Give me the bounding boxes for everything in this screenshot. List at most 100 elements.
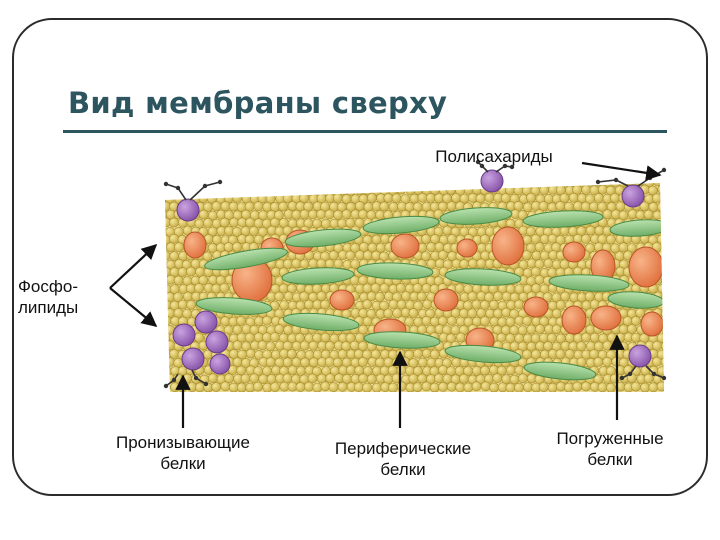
lipid-head (354, 201, 365, 211)
embedded-protein (562, 241, 586, 263)
lipid-head (434, 241, 445, 252)
lipid-head (543, 258, 554, 269)
label-embedded-proteins: Погруженные белки (556, 429, 664, 469)
integral-protein (176, 198, 200, 222)
sugar-bead (175, 185, 181, 191)
lipid-head (586, 183, 596, 187)
lipid-head (371, 382, 382, 392)
lipid-head (493, 291, 503, 302)
lipid-head (581, 233, 591, 244)
lipid-head (408, 308, 419, 318)
peripheral-protein (523, 361, 597, 381)
lipid-head (232, 183, 243, 187)
lipid-head (564, 382, 574, 392)
lipid-head (480, 365, 490, 376)
lipid-head (266, 183, 277, 187)
lipid-head (476, 258, 487, 269)
lipid-head (425, 192, 436, 203)
lipid-head (522, 315, 532, 326)
lipid-head (367, 183, 378, 188)
lipid-head (169, 217, 179, 228)
lipid-head (674, 300, 683, 309)
lipid-head (295, 185, 306, 195)
lipid-head (405, 185, 416, 196)
lipid-head (618, 242, 629, 253)
lipid-head (219, 185, 230, 196)
lipid-head (480, 381, 491, 392)
lipid-head (455, 332, 466, 343)
lipid-head (526, 192, 536, 203)
lipid-head (442, 183, 453, 187)
lipid-head (669, 227, 678, 236)
lipid-head (597, 382, 608, 392)
lipid-head (631, 381, 641, 392)
lipid-head (568, 183, 579, 187)
integral-protein (628, 344, 652, 368)
lipid-head (547, 267, 558, 278)
lipid-head (236, 185, 247, 196)
lipid-head (670, 210, 679, 219)
lipid-head (379, 283, 390, 293)
lipid-head (362, 250, 373, 261)
lipid-head (433, 373, 444, 384)
lipid-head (594, 192, 604, 203)
lipid-head (408, 373, 419, 384)
lipid-head (534, 274, 545, 285)
lipid-head (358, 275, 368, 286)
lipid-head (165, 315, 172, 326)
embedded-protein (628, 246, 664, 288)
lipid-head (312, 185, 323, 195)
peripheral-protein (522, 210, 604, 228)
lipid-head (374, 183, 385, 187)
lipid-head (656, 381, 664, 392)
lipid-head (299, 183, 310, 187)
lipid-head (535, 324, 545, 334)
lipid-head (308, 183, 319, 187)
lipid-head (670, 177, 679, 186)
lipid-head (308, 357, 319, 368)
lipid-head (459, 259, 470, 269)
lipid-head (337, 381, 348, 392)
lipid-head (383, 183, 394, 187)
lipid-head (589, 332, 600, 343)
lipid-head (669, 358, 678, 367)
lipid-head (551, 183, 562, 188)
lipid-head (211, 283, 222, 294)
lipid-head (455, 382, 466, 392)
lipid-head (602, 356, 613, 367)
lipid-head (165, 291, 168, 302)
lipid-head (492, 373, 503, 384)
sugar-bead (651, 371, 657, 377)
lipid-head (585, 225, 596, 236)
lipid-head (674, 202, 683, 211)
slide-title: Вид мембраны сверху (68, 86, 448, 120)
lipid-head (307, 373, 318, 384)
lipid-head (220, 381, 231, 392)
arrow-phospholipids-upper (109, 243, 158, 289)
lipid-head (229, 217, 239, 228)
lipid-head (165, 250, 171, 261)
lipid-head (316, 183, 326, 188)
lipid-head (451, 193, 461, 203)
lipid-head (426, 242, 437, 252)
lipid-head (362, 299, 373, 310)
lipid-head (631, 332, 641, 343)
lipid-head (666, 334, 675, 343)
lipid-head (370, 282, 381, 293)
lipid-head (165, 308, 175, 319)
peripheral-protein (356, 262, 434, 280)
lipid-head (165, 226, 167, 237)
lipid-head (245, 348, 256, 359)
lipid-head (304, 299, 314, 310)
lipid-head (186, 266, 196, 277)
lipid-head (484, 192, 495, 203)
lipid-head (584, 291, 595, 302)
lipid-head (674, 349, 683, 358)
lipid-head (425, 183, 436, 188)
lipid-head (673, 284, 682, 293)
peripheral-protein (281, 267, 355, 285)
lipid-head (362, 316, 373, 327)
lipid-head (203, 217, 213, 228)
lipid-head (332, 192, 343, 203)
lipid-head (169, 233, 179, 244)
